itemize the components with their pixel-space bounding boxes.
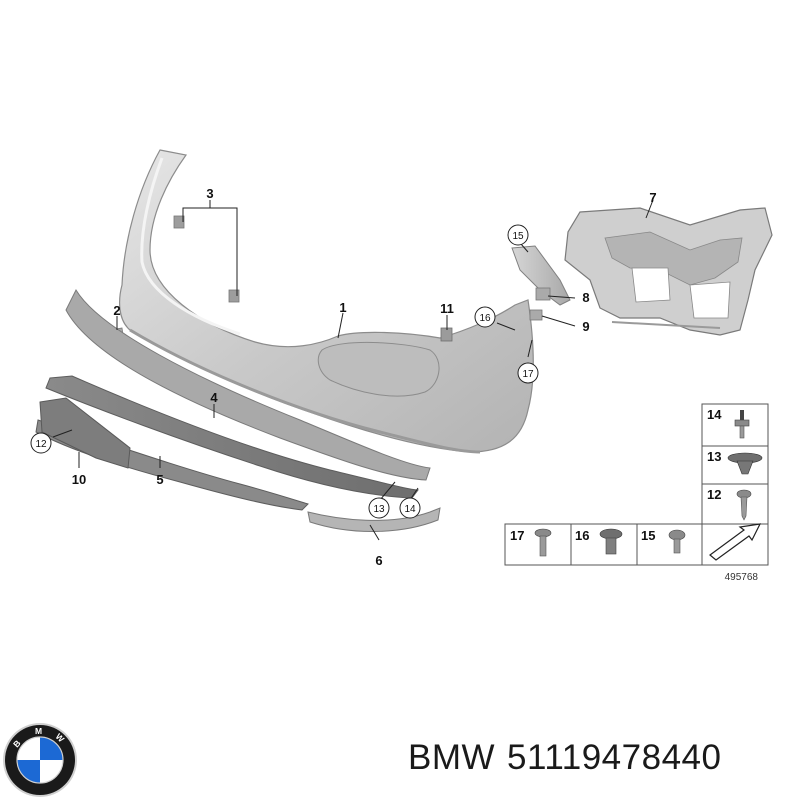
part-10-grille-drawing xyxy=(39,397,131,469)
callout-6: 6 xyxy=(375,553,382,568)
circled-callout-16: 16 xyxy=(474,306,496,328)
leader-lines xyxy=(52,199,654,541)
screw-12-icon xyxy=(736,489,752,521)
callout-9: 9 xyxy=(582,319,589,334)
direction-arrow-icon xyxy=(709,523,762,561)
diagram-reference-number: 495768 xyxy=(725,572,759,583)
circled-callout-12: 12 xyxy=(30,432,52,454)
svg-text:14: 14 xyxy=(404,504,416,515)
fastener-table xyxy=(504,403,769,566)
trim-strip-upper-drawing xyxy=(65,288,431,481)
expansion-nut-13-icon xyxy=(727,452,763,475)
svg-text:15: 15 xyxy=(512,231,524,242)
caption-brand: BMW xyxy=(408,738,496,777)
callout-3: 3 xyxy=(206,186,213,201)
bmw-logo: B M W xyxy=(3,723,77,797)
part-caption: BMW 51119478440 xyxy=(408,738,733,778)
callout-7: 7 xyxy=(649,190,656,205)
clip-8-drawing xyxy=(535,287,551,301)
table-num-13: 13 xyxy=(707,449,721,464)
circled-callout-13: 13 xyxy=(368,497,390,519)
clip-9-drawing xyxy=(529,309,543,321)
table-num-14: 14 xyxy=(707,407,722,422)
flange-bolt-16-icon xyxy=(599,528,623,555)
screw-17-icon xyxy=(534,528,552,557)
table-num-17: 17 xyxy=(510,528,524,543)
callout-5: 5 xyxy=(156,472,163,487)
bumper-cover-drawing xyxy=(119,149,534,454)
table-num-15: 15 xyxy=(641,528,655,543)
side-bracket-drawing xyxy=(511,245,571,306)
callout-10: 10 xyxy=(72,472,86,487)
callout-4: 4 xyxy=(210,390,218,405)
circled-callout-17: 17 xyxy=(517,362,539,384)
svg-text:16: 16 xyxy=(479,313,491,324)
svg-text:12: 12 xyxy=(35,439,47,450)
callout-8: 8 xyxy=(582,290,589,305)
table-num-16: 16 xyxy=(575,528,589,543)
carrier-bracket-drawing xyxy=(564,207,773,336)
svg-text:13: 13 xyxy=(373,504,385,515)
svg-text:M: M xyxy=(35,726,42,736)
callout-2: 2 xyxy=(113,303,120,318)
svg-text:17: 17 xyxy=(522,369,534,380)
callout-1: 1 xyxy=(339,300,346,315)
caption-part-number: 51119478440 xyxy=(507,738,722,777)
svg-text:B: B xyxy=(11,738,23,749)
trim-strip-6-drawing xyxy=(307,507,441,532)
callout-11: 11 xyxy=(440,301,454,316)
bolt-14-icon xyxy=(734,410,750,439)
circled-callout-14: 14 xyxy=(399,497,421,519)
torx-screw-15-icon xyxy=(668,529,686,554)
table-num-12: 12 xyxy=(707,487,721,502)
circled-callout-15: 15 xyxy=(507,224,529,246)
